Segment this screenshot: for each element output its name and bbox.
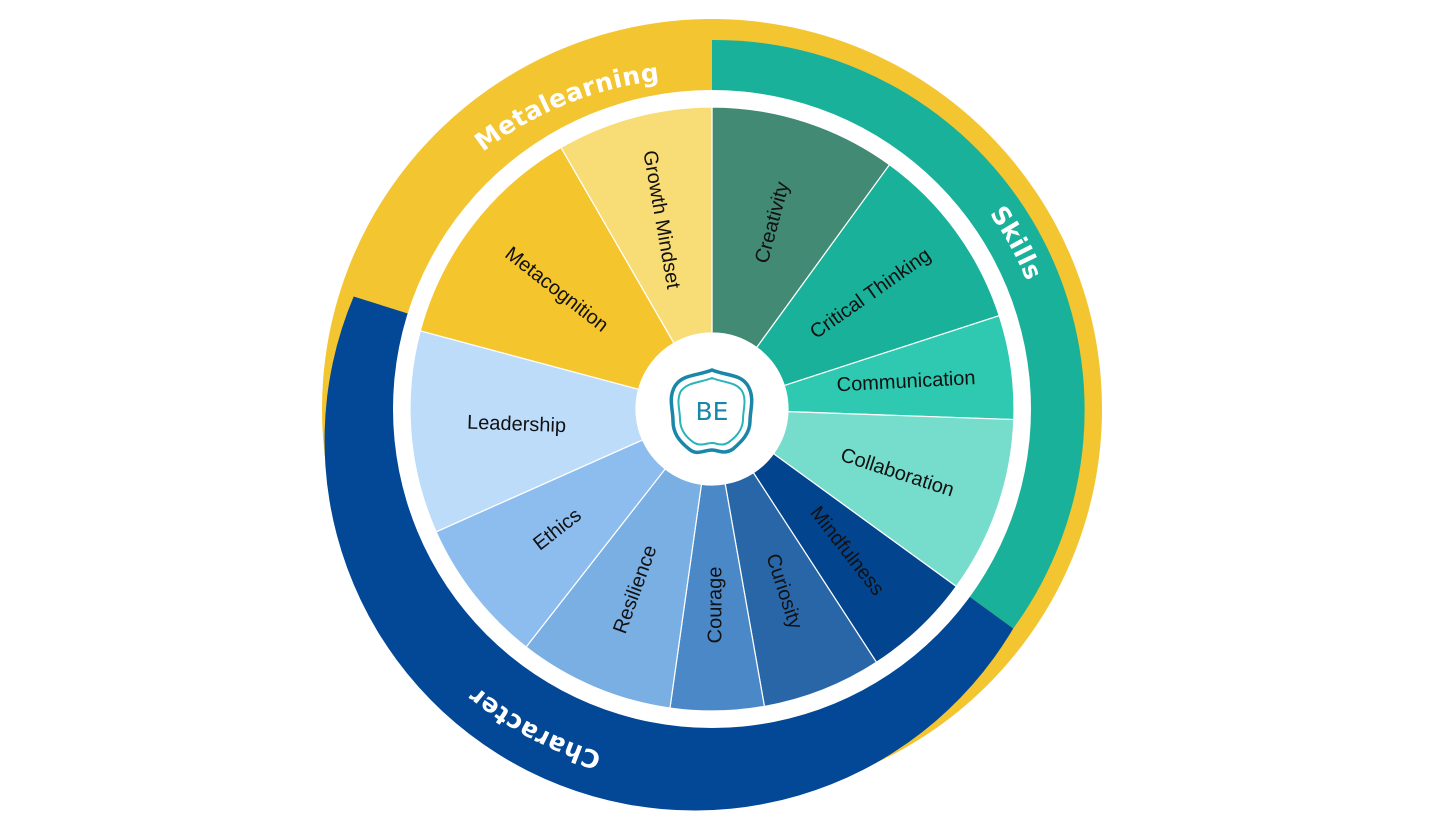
segment-label-leadership: Leadership (467, 412, 567, 437)
logo-text: BE (696, 397, 729, 426)
segment-label-courage: Courage (704, 567, 726, 644)
logo-inner-flower (677, 376, 746, 446)
be-logo-icon: BE (669, 368, 754, 455)
logo-outer-flower (669, 368, 754, 455)
center-hub (636, 333, 788, 485)
